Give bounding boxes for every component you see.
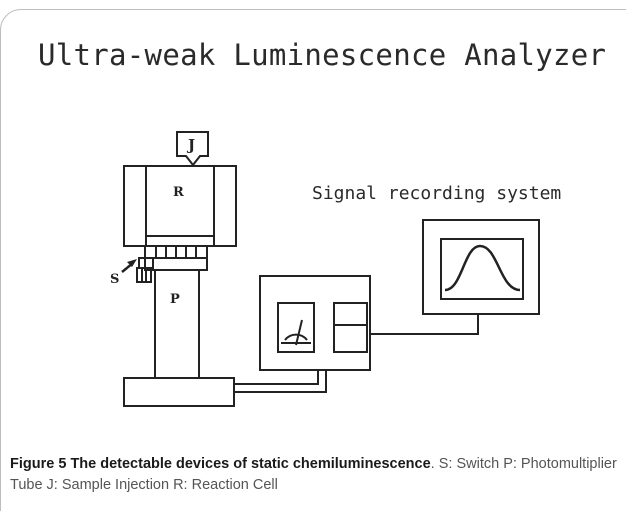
- label-photomultiplier: P: [170, 292, 180, 307]
- frame-left-border: [0, 30, 1, 511]
- reaction-cell-housing: [123, 165, 237, 247]
- frame-corner: [0, 9, 22, 31]
- display-panel: [333, 302, 368, 353]
- analyzer-diagram: J R S P: [110, 131, 540, 407]
- recorder-screen: [440, 238, 524, 300]
- signal-recorder: [422, 219, 540, 315]
- switch-assembly: [136, 245, 208, 283]
- diagram-title: Ultra-weak Luminescence Analyzer: [38, 38, 607, 72]
- photomultiplier-tube: [154, 270, 200, 378]
- sample-injection-box: [176, 131, 209, 167]
- control-unit: [259, 275, 371, 371]
- analyzer-base: [123, 377, 235, 407]
- switch-arrow: [121, 259, 137, 273]
- figure-title: The detectable devices of static chemilu…: [70, 456, 431, 472]
- figure-caption: Figure 5 The detectable devices of stati…: [10, 454, 620, 496]
- label-switch: S: [110, 272, 119, 287]
- figure-label: Figure 5: [10, 456, 67, 472]
- signal-recording-label: Signal recording system: [312, 183, 562, 204]
- label-reaction-cell: R: [173, 185, 184, 200]
- connection-cables: [234, 314, 479, 393]
- label-sample-injection: J: [186, 136, 195, 154]
- meter-dial: [277, 302, 315, 353]
- switch-knob: [136, 267, 152, 283]
- frame-top-border: [20, 9, 626, 10]
- reaction-cell-box: [145, 165, 215, 237]
- figure-description: . S: Switch P: Photomultiplier Tube J: S…: [10, 456, 617, 493]
